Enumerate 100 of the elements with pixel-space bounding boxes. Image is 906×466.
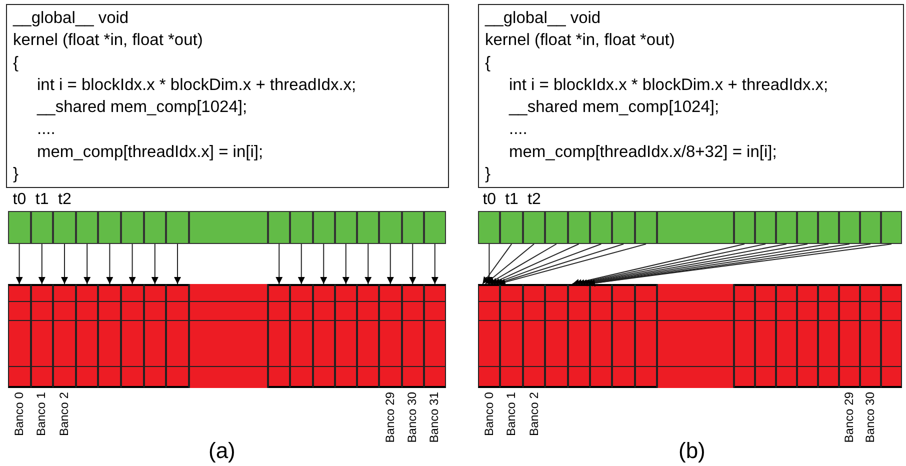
memory-bank-column — [144, 284, 166, 388]
code-line: { — [13, 52, 20, 74]
thread-cell — [188, 211, 268, 244]
thread-cell — [98, 211, 121, 244]
thread-cell — [334, 211, 357, 244]
arrow — [16, 244, 23, 284]
memory-bank-column — [734, 284, 755, 388]
memory-bank-column — [402, 284, 424, 388]
thread-label: t2 — [528, 191, 541, 209]
thread-cell — [634, 211, 658, 244]
thread-label: t1 — [505, 191, 518, 209]
thread-cell — [797, 211, 818, 244]
code-line: __shared mem_comp[1024]; — [36, 97, 248, 118]
memory-bank-column — [590, 284, 612, 388]
code-line: __global__ void — [485, 8, 602, 29]
arrow — [320, 244, 328, 284]
thread-cell — [818, 211, 839, 244]
panel-label: (a) — [208, 438, 236, 464]
code-line: } — [485, 164, 492, 186]
thread-cell — [590, 211, 612, 244]
memory-bank-column — [334, 284, 357, 388]
bank-label: Banco 1 — [35, 392, 48, 436]
thread-cell — [312, 211, 335, 244]
bank-label: Banco 2 — [528, 392, 540, 436]
arrow — [106, 244, 114, 284]
code-box — [6, 4, 449, 188]
code-line: { — [485, 52, 492, 74]
memory-bank-column — [818, 284, 839, 388]
memory-bank-column — [357, 284, 380, 388]
thread-cell — [612, 211, 635, 244]
code-line: __shared mem_comp[1024]; — [508, 97, 720, 118]
thread-cell — [568, 211, 590, 244]
memory-bank-column — [290, 284, 312, 388]
bank-label: Banco 31 — [428, 392, 442, 443]
thread-cell — [402, 211, 424, 244]
memory-bank-column — [545, 284, 568, 388]
arrow — [409, 244, 416, 284]
memory-bank-column — [755, 284, 776, 388]
thread-cell — [8, 211, 31, 244]
memory-bank-column — [860, 284, 881, 388]
arrow — [487, 244, 557, 284]
memory-bank-column — [8, 284, 31, 388]
thread-cell — [357, 211, 380, 244]
memory-bank-column — [379, 284, 402, 388]
arrow — [174, 244, 181, 284]
thread-cell — [478, 211, 500, 244]
arrow — [84, 244, 91, 284]
thread-cell — [522, 211, 546, 244]
bank-label: Banco 0 — [12, 392, 26, 436]
thread-cell — [860, 211, 881, 244]
memory-bank-column — [188, 284, 268, 388]
arrow — [342, 244, 350, 284]
arrow — [364, 244, 372, 284]
bank-label: Banco 29 — [384, 392, 397, 443]
thread-cell — [545, 211, 568, 244]
thread-label: t1 — [35, 191, 49, 209]
code-line: kernel (float *in, float *out) — [13, 30, 204, 52]
thread-cell — [424, 211, 446, 244]
arrow — [386, 244, 394, 284]
arrow — [431, 244, 438, 284]
memory-bank-column — [53, 284, 76, 388]
arrow — [151, 244, 158, 284]
memory-bank-column — [657, 284, 734, 388]
thread-cell — [734, 211, 755, 244]
memory-bank-column — [312, 284, 335, 388]
bank-label: Banco 2 — [58, 392, 71, 436]
thread-label: t0 — [12, 191, 26, 209]
thread-cell — [290, 211, 312, 244]
arrow — [498, 244, 646, 286]
memory-bank-column — [30, 284, 54, 388]
bank-label: Banco 0 — [482, 392, 496, 436]
memory-bank-column — [98, 284, 121, 388]
code-line: int i = blockIdx.x * blockDim.x + threadIdx.x; — [508, 74, 830, 96]
memory-bank-column — [797, 284, 818, 388]
arrow — [492, 244, 602, 285]
memory-bank-column — [522, 284, 546, 388]
thread-cell — [166, 211, 189, 244]
code-line: .... — [508, 119, 528, 140]
thread-cell — [881, 211, 902, 244]
panel-label: (b) — [678, 438, 706, 464]
code-line: int i = blockIdx.x * blockDim.x + threadIdx.x; — [36, 74, 358, 96]
memory-bank-column — [268, 284, 290, 388]
arrow — [61, 244, 68, 284]
memory-bank-column — [634, 284, 658, 388]
arrow — [298, 244, 305, 284]
thread-cell — [776, 211, 797, 244]
thread-cell — [30, 211, 54, 244]
thread-cell — [839, 211, 860, 244]
arrow — [128, 244, 136, 284]
thread-cell — [657, 211, 734, 244]
memory-bank-column — [612, 284, 635, 388]
code-line: kernel (float *in, float *out) — [485, 30, 676, 52]
memory-bank-column — [424, 284, 446, 388]
code-line: mem_comp[threadIdx.x] = in[i]; — [36, 142, 264, 163]
thread-cell — [121, 211, 144, 244]
arrow — [484, 244, 534, 284]
memory-bank-column — [568, 284, 590, 388]
thread-cell — [755, 211, 776, 244]
bank-label: Banco 30 — [864, 392, 877, 443]
thread-cell — [268, 211, 290, 244]
